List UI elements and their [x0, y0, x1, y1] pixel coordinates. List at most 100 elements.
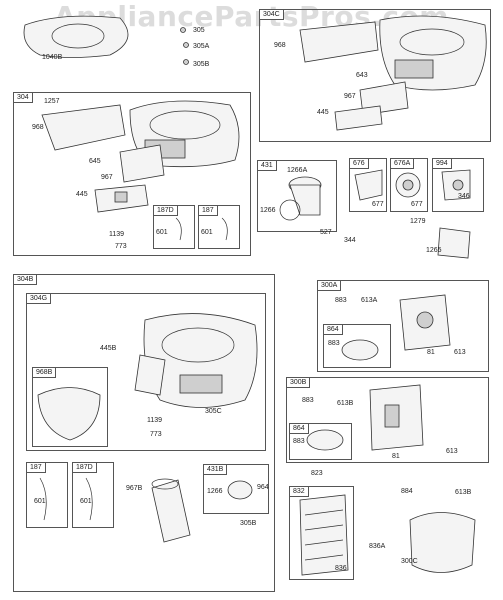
group-box-187d-top: 187D [153, 205, 195, 249]
part-number: 967 [344, 93, 356, 100]
group-box-676: 676 [349, 158, 387, 212]
part-number: 823 [311, 470, 323, 477]
part-number: 884 [401, 488, 413, 495]
group-box-864-a: 864 [323, 324, 391, 368]
group-label: 431 [258, 161, 277, 171]
group-label: 187 [27, 463, 46, 473]
group-box-994: 994 [432, 158, 484, 212]
part-number: 445 [76, 191, 88, 198]
group-label: 968B [33, 368, 57, 378]
part-number: 836A [369, 543, 386, 550]
part-number: 346 [458, 193, 470, 200]
part-number: 773 [115, 243, 127, 250]
part-number: 643 [356, 72, 368, 79]
part-number: 81 [392, 453, 400, 460]
part-number: 773 [150, 431, 162, 438]
group-label: 676 [350, 159, 369, 169]
part-number: 964 [257, 484, 269, 491]
group-box-431: 431 [257, 160, 337, 232]
group-label: 676A [391, 159, 415, 169]
part-864-gasket-a [341, 339, 379, 361]
part-300a-muffler [399, 294, 451, 351]
part-864-gasket-b [306, 429, 344, 451]
part-number: 613B [455, 489, 472, 496]
part-number: 967B [126, 485, 143, 492]
group-label: 864 [290, 424, 309, 434]
group-label: 300B [287, 378, 311, 388]
part-number: 1040B [42, 54, 63, 61]
group-label: 304 [14, 93, 33, 103]
part-number: 1265 [426, 247, 442, 254]
part-300b-muffler [369, 384, 424, 451]
group-label: 187 [199, 206, 218, 216]
part-676a [395, 172, 421, 198]
part-number: 601 [201, 229, 213, 236]
part-number: 305C [205, 408, 222, 415]
part-number: 645 [89, 158, 101, 165]
group-box-304g: 304G [26, 293, 266, 451]
part-number: 677 [411, 201, 423, 208]
part-number: 1266 [260, 207, 276, 214]
part-number: 677 [372, 201, 384, 208]
part-304c-housing [379, 15, 487, 91]
part-number: 305A [193, 43, 210, 50]
group-label: 864 [324, 325, 343, 335]
part-1265-plate [437, 227, 471, 259]
part-number: 836 [335, 565, 347, 572]
part-445-guard-304c [334, 105, 383, 131]
group-box-968b: 968B [32, 367, 108, 447]
group-box-304c: 304C [259, 9, 491, 142]
part-number: 1139 [109, 231, 125, 238]
part-832-guard [299, 494, 349, 576]
part-number: 883 [302, 397, 314, 404]
part-number: 527 [320, 229, 332, 236]
part-968-cover-304c [299, 21, 379, 63]
part-number: 1266 [207, 488, 223, 495]
part-445b-filter [134, 354, 166, 396]
part-number: 613 [446, 448, 458, 455]
part-number: 1139 [147, 417, 163, 424]
part-968-cover [41, 104, 126, 151]
group-label: 304C [260, 10, 284, 20]
part-number: 1266A [287, 167, 308, 174]
part-601-strap-c [39, 477, 47, 521]
part-number: 967 [101, 174, 113, 181]
group-box-187-top: 187 [198, 205, 240, 249]
part-number: 968 [274, 42, 286, 49]
part-431b [227, 480, 253, 500]
group-box-832: 832 [289, 486, 354, 580]
part-number: 445 [317, 109, 329, 116]
part-number: 305B [240, 520, 257, 527]
part-967-panel [119, 144, 165, 183]
part-1040b-shroud-plate [23, 15, 129, 58]
part-number: 445B [100, 345, 117, 352]
part-968b-cover [37, 387, 101, 441]
part-601-strap-a [175, 217, 182, 241]
group-box-431b: 431B [203, 464, 269, 514]
part-number: 613 [454, 349, 466, 356]
part-number: 300C [401, 558, 418, 565]
part-601-strap-d [85, 477, 93, 521]
group-label: 300A [318, 281, 342, 291]
part-number: 883 [328, 340, 340, 347]
part-300c-muffler [409, 512, 476, 573]
group-label: 304G [27, 294, 52, 304]
part-number: 601 [34, 498, 46, 505]
group-box-300a: 300A [317, 280, 489, 372]
part-number: 601 [156, 229, 168, 236]
part-number: 305B [193, 61, 210, 68]
part-number: 613A [361, 297, 378, 304]
part-number: 601 [80, 498, 92, 505]
group-box-304: 304 [13, 92, 251, 256]
part-304g-housing [143, 313, 258, 408]
part-number: 305 [193, 27, 205, 34]
part-number: 1279 [410, 218, 426, 225]
group-box-187-bottom: 187 [26, 462, 68, 528]
group-label: 994 [433, 159, 452, 169]
group-box-864-b: 864 [289, 423, 352, 460]
part-967b-tube [151, 478, 191, 543]
part-number: 344 [344, 237, 356, 244]
group-box-304b: 304B [13, 274, 275, 592]
group-label: 304B [14, 275, 38, 285]
